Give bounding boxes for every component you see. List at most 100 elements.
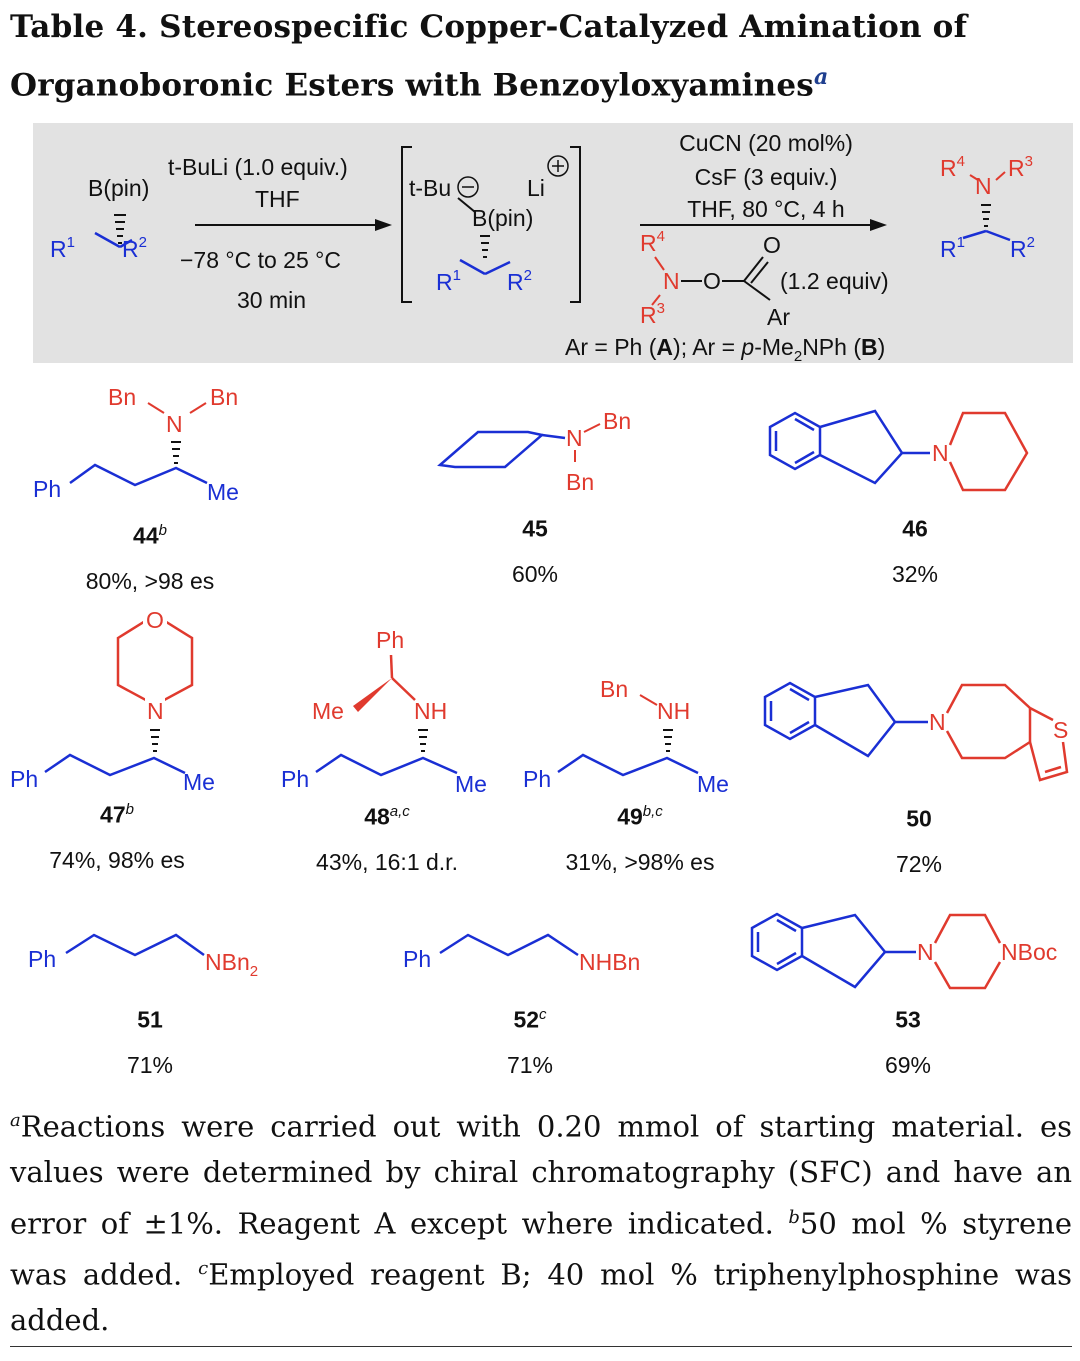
svg-text:R1: R1 xyxy=(940,234,965,262)
starting-material: B(pin) R1 R2 xyxy=(50,175,149,262)
svg-text:R2: R2 xyxy=(1010,234,1035,262)
ate-bpin: B(pin) xyxy=(472,205,533,231)
compound-49: 49b,c 31%, >98% es xyxy=(525,803,755,876)
time-1: 30 min xyxy=(237,287,306,313)
svg-text:Ph: Ph xyxy=(376,627,404,653)
svg-text:Me: Me xyxy=(697,771,729,797)
svg-text:O: O xyxy=(763,232,781,258)
svg-text:Bn: Bn xyxy=(600,676,628,702)
svg-text:N: N xyxy=(566,425,583,451)
footnote-b: 50 mol % styrene was added. xyxy=(10,1206,1072,1292)
reagent-equiv: (1.2 equiv) xyxy=(780,268,889,294)
svg-text:Ph: Ph xyxy=(403,946,431,972)
svg-text:R1: R1 xyxy=(436,267,461,295)
catalyst-cucn: CuCN (20 mol%) xyxy=(679,130,853,156)
svg-text:Ph: Ph xyxy=(33,476,61,502)
yield-49: 31%, >98% es xyxy=(565,848,715,875)
structure-51: Ph NBn2 xyxy=(28,933,258,980)
benzoyloxyamine-reagent: R4 N R3 O O Ar (1.2 equiv) xyxy=(640,228,889,330)
reagent-tbuli: t-BuLi (1.0 equiv.) xyxy=(168,154,348,180)
ate-complex: t-Bu Li B(pin) R1 R2 xyxy=(401,146,581,303)
base-csf: CsF (3 equiv.) xyxy=(695,164,838,190)
svg-text:Bn: Bn xyxy=(210,384,238,410)
svg-text:N: N xyxy=(932,440,949,466)
svg-text:Ph: Ph xyxy=(281,766,309,792)
svg-text:NH: NH xyxy=(414,698,447,724)
compound-48: 48a,c 43%, 16:1 d.r. xyxy=(272,803,502,876)
structure-44: Bn N Bn Ph Me xyxy=(33,384,239,505)
svg-text:S: S xyxy=(1053,717,1068,743)
svg-text:NBoc: NBoc xyxy=(1001,939,1057,965)
ate-tbu: t-Bu xyxy=(409,175,451,201)
svg-text:Ph: Ph xyxy=(28,946,56,972)
reagent-definition: Ar = Ph (A); Ar = p-Me2NPh (B) xyxy=(565,334,885,365)
svg-text:Bn: Bn xyxy=(566,469,594,495)
product-general: R4 N R3 R1 R2 xyxy=(940,153,1035,262)
svg-text:O: O xyxy=(703,268,721,294)
arrow-1 xyxy=(195,219,392,231)
table-title: Table 4. Stereospecific Copper-Catalyzed… xyxy=(10,2,1070,110)
svg-text:N: N xyxy=(166,411,183,437)
title-footnote-marker: a xyxy=(813,64,829,90)
footnote-a: Reactions were carried out with 0.20 mmo… xyxy=(10,1109,1072,1241)
svg-text:N: N xyxy=(147,698,164,724)
svg-text:NH: NH xyxy=(657,698,690,724)
yield-50: 72% xyxy=(895,850,943,877)
svg-text:Bn: Bn xyxy=(603,408,631,434)
svg-text:Me: Me xyxy=(455,771,487,797)
compound-50: 50 72% xyxy=(804,805,1034,878)
temperature-1: −78 °C to 25 °C xyxy=(180,247,341,273)
structure-50: N S xyxy=(763,681,1069,782)
yield-46: 32% xyxy=(891,560,939,587)
svg-text:Ph: Ph xyxy=(523,766,551,792)
svg-text:R4: R4 xyxy=(640,228,665,256)
svg-text:R3: R3 xyxy=(1008,153,1033,181)
structure-52: Ph NHBn xyxy=(403,933,640,975)
footnote-c: Employed reagent B; 40 mol % triphenylph… xyxy=(10,1257,1072,1337)
yield-48: 43%, 16:1 d.r. xyxy=(316,848,458,875)
compound-52: 52c 71% xyxy=(415,1006,645,1079)
svg-text:O: O xyxy=(146,607,164,633)
svg-text:R2: R2 xyxy=(507,267,532,295)
svg-text:R1: R1 xyxy=(50,234,75,262)
yield-45: 60% xyxy=(511,560,559,587)
svg-text:Bn: Bn xyxy=(108,384,136,410)
svg-text:N: N xyxy=(917,939,934,965)
yield-51: 71% xyxy=(126,1051,174,1078)
structure-47: O N Ph Me xyxy=(10,604,215,795)
svg-text:R2: R2 xyxy=(122,234,147,262)
svg-text:Me: Me xyxy=(183,769,215,795)
svg-text:Me: Me xyxy=(312,698,344,724)
structure-45: N Bn Bn xyxy=(437,408,631,495)
yield-44: 80%, >98 es xyxy=(85,567,215,594)
svg-text:N: N xyxy=(929,709,946,735)
compound-51: 51 71% xyxy=(35,1006,265,1079)
table-footnotes: aReactions were carried out with 0.20 mm… xyxy=(10,1109,1072,1337)
reaction-scheme-panel xyxy=(33,123,1073,363)
structure-49: Bn NH Ph Me xyxy=(523,676,729,797)
compound-44: 44b 80%, >98 es xyxy=(35,522,265,595)
svg-text:N: N xyxy=(663,268,680,294)
ate-li: Li xyxy=(527,175,545,201)
compound-46: 46 32% xyxy=(800,515,1030,588)
compound-47: 47b 74%, 98% es xyxy=(2,801,232,874)
structure-53: N NBoc xyxy=(750,912,1057,990)
svg-text:Me: Me xyxy=(207,479,239,505)
reagent-ar: Ar xyxy=(767,304,790,330)
solvent-thf: THF xyxy=(255,186,300,212)
svg-text:NBn2: NBn2 xyxy=(205,949,258,980)
svg-text:Ph: Ph xyxy=(10,766,38,792)
svg-text:R3: R3 xyxy=(640,300,665,328)
bottom-rule xyxy=(10,1346,1072,1347)
arrow-2 xyxy=(640,219,887,231)
structure-46: N xyxy=(768,409,1029,492)
structure-48: Ph Me NH Ph Me xyxy=(281,627,487,797)
svg-text:N: N xyxy=(975,173,992,199)
compound-45: 45 60% xyxy=(420,515,650,588)
yield-52: 71% xyxy=(506,1051,554,1078)
compound-53: 53 69% xyxy=(793,1006,1023,1079)
table-title-text: Table 4. Stereospecific Copper-Catalyzed… xyxy=(10,9,968,104)
svg-text:R4: R4 xyxy=(940,153,965,181)
yield-53: 69% xyxy=(884,1051,932,1078)
